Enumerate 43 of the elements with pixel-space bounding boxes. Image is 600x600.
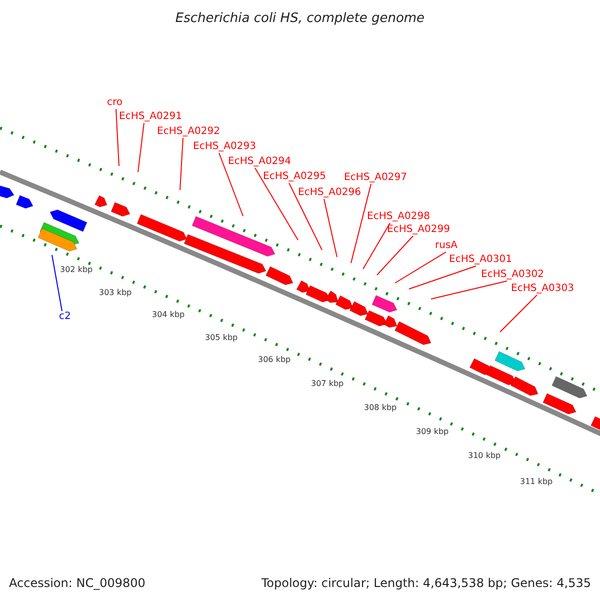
leader-line xyxy=(254,168,298,240)
position-label: 310 kbp xyxy=(468,450,501,462)
leader-line xyxy=(350,184,372,264)
leader-line xyxy=(394,252,446,284)
gene-label: EcHS_A0295 xyxy=(263,171,326,183)
footer-text: Topology: circular; Length: 4,643,538 bp; Genes: 4,535 xyxy=(261,575,591,592)
gene-label: EcHS_A0301 xyxy=(449,254,512,266)
leader-line xyxy=(500,294,538,332)
gene-label: EcHS_A0302 xyxy=(481,269,544,281)
leader-line xyxy=(116,108,120,166)
position-label: 306 kbp xyxy=(258,354,291,366)
position-label: 305 kbp xyxy=(205,332,238,344)
gene-label: cro xyxy=(107,97,123,109)
footer-text: Accession: NC_009800 xyxy=(9,575,146,592)
leader-line xyxy=(218,152,244,216)
position-label: 302 kbp xyxy=(60,264,93,276)
position-label: 304 kbp xyxy=(152,309,185,321)
leader-line xyxy=(138,122,144,172)
leader-line xyxy=(324,198,338,258)
leader-line xyxy=(408,266,476,290)
position-label: 309 kbp xyxy=(416,426,449,438)
gene-label: EcHS_A0292 xyxy=(157,126,220,138)
leader-line xyxy=(180,138,184,190)
title: Escherichia coli HS, complete genome xyxy=(174,10,426,28)
gene-label: EcHS_A0299 xyxy=(387,224,450,236)
position-label: 307 kbp xyxy=(311,378,344,390)
position-label: 308 kbp xyxy=(364,402,397,414)
leader-line xyxy=(362,222,390,270)
gene-label: EcHS_A0293 xyxy=(193,141,256,153)
leader-line xyxy=(288,182,322,250)
gene-label: EcHS_A0303 xyxy=(511,283,574,295)
position-label: 311 kbp xyxy=(520,476,553,488)
gene-label: c2 xyxy=(59,311,71,323)
gene-label: EcHS_A0297 xyxy=(344,172,407,184)
leader-line xyxy=(52,254,62,312)
gene-label: EcHS_A0291 xyxy=(119,111,182,123)
position-label: 303 kbp xyxy=(99,287,132,299)
leader-line xyxy=(430,280,508,300)
gene-label: rusA xyxy=(435,240,458,252)
gene-label: EcHS_A0294 xyxy=(228,156,291,168)
gene-label: EcHS_A0298 xyxy=(367,211,430,223)
gene-label: EcHS_A0296 xyxy=(298,187,361,199)
leader-line xyxy=(376,236,414,276)
